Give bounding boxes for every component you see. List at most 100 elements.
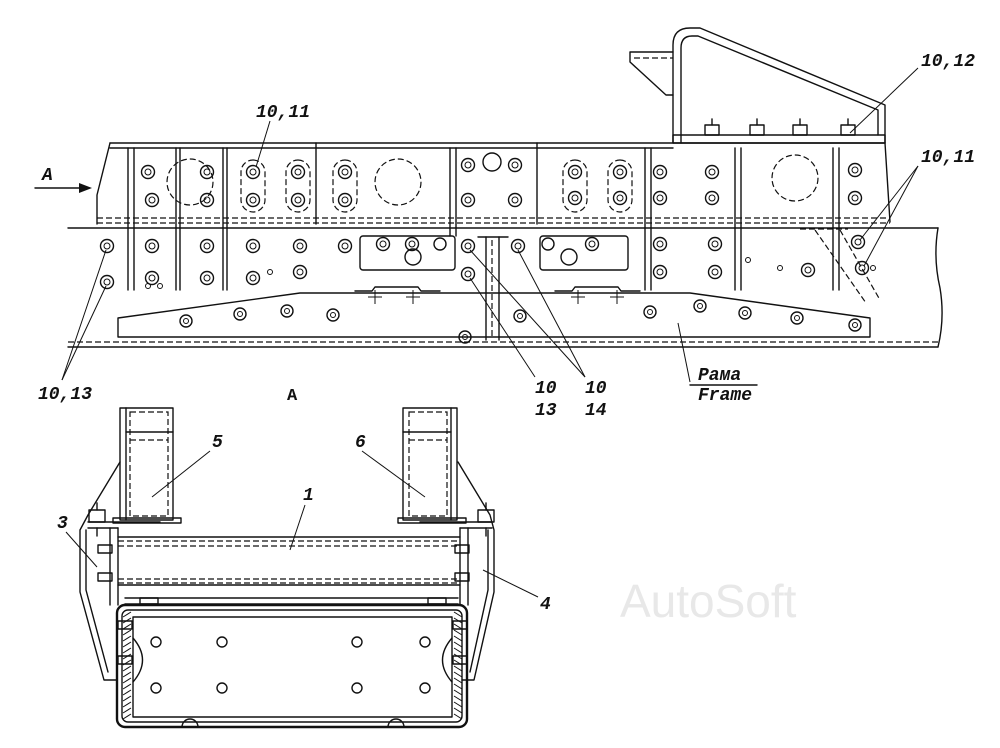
callout-mid-bolt-b-line2: 14 <box>585 401 607 421</box>
side-view: A 10,11 10,12 10,11 10,13 10 13 10 14 Ра… <box>34 27 975 421</box>
upper-bracket-plate <box>96 142 891 291</box>
box-hole <box>216 682 228 694</box>
bolt-head <box>140 164 156 180</box>
callout-mid-bolt-a-line2: 13 <box>535 401 557 421</box>
hatch-line <box>122 629 132 636</box>
section-callout-4: 4 <box>540 595 551 615</box>
bolt-head <box>704 190 720 206</box>
lower-box-member <box>115 603 469 729</box>
callout-mid-bolt-a-line1: 10 <box>535 379 557 399</box>
hatch-line <box>122 635 132 642</box>
bolt-head <box>460 192 476 208</box>
plate-bolt-hole <box>179 314 193 328</box>
bolt-head <box>507 192 523 208</box>
box-hole <box>419 636 431 648</box>
box-hole <box>419 682 431 694</box>
lower-gusset-plate <box>117 286 871 338</box>
bolt-head <box>144 192 160 208</box>
view-arrow: A <box>34 166 92 193</box>
hatch-line <box>453 677 463 684</box>
center-cutouts <box>359 235 629 271</box>
hatch-line <box>122 671 132 678</box>
hatch-line <box>122 659 132 666</box>
center-i-beam <box>477 236 509 341</box>
hatch-line <box>122 617 132 624</box>
hatch-line <box>122 683 132 690</box>
bolt-head <box>292 264 308 280</box>
bolt-head <box>612 190 628 206</box>
plate-bolt-hole <box>738 306 752 320</box>
bolt-head <box>337 192 353 208</box>
bolt-head <box>404 236 420 252</box>
hatch-line <box>453 671 463 678</box>
right-post <box>397 407 467 524</box>
watermark: AutoSoft <box>620 575 797 627</box>
hatch-line <box>122 713 132 720</box>
bolt-head <box>567 190 583 206</box>
bolt-head <box>507 157 523 173</box>
cross-beam <box>117 536 461 605</box>
hatch-line <box>122 689 132 696</box>
bolt-head <box>652 264 668 280</box>
bolt-head <box>245 238 261 254</box>
box-hole <box>351 636 363 648</box>
bolt-head <box>99 238 115 254</box>
hatch-line <box>122 695 132 702</box>
bolt-head <box>567 164 583 180</box>
section-callout-5: 5 <box>212 433 223 453</box>
callout-top-bolt: 10,11 <box>256 103 310 123</box>
callout-mid-bolt-b-line1: 10 <box>585 379 607 399</box>
bolt-head <box>199 270 215 286</box>
channel-hatching <box>122 611 463 720</box>
hatch-line <box>453 623 463 630</box>
bolt-head <box>337 238 353 254</box>
hatch-line <box>453 635 463 642</box>
bolt-head <box>460 266 476 282</box>
box-hole <box>216 636 228 648</box>
hatch-line <box>122 623 132 630</box>
bolt-head <box>652 190 668 206</box>
hatch-line <box>122 611 132 618</box>
section-callout-3: 3 <box>57 514 68 534</box>
section-leaders <box>65 450 539 598</box>
bolt-head <box>245 270 261 286</box>
box-hole <box>351 682 363 694</box>
plate-bolt-hole <box>326 308 340 322</box>
hatch-line <box>453 689 463 696</box>
section-callout-6: 6 <box>355 433 366 453</box>
hatch-line <box>453 653 463 660</box>
bolt-head <box>292 238 308 254</box>
top-nuts <box>704 118 856 136</box>
hatch-line <box>453 611 463 618</box>
hatch-line <box>122 665 132 672</box>
frame-rail <box>67 227 943 348</box>
small-hole <box>157 283 163 289</box>
callout-right-top-bolt: 10,12 <box>921 52 975 72</box>
bolt-head <box>850 234 866 250</box>
small-hole <box>145 283 151 289</box>
bolt-head <box>337 164 353 180</box>
hatch-line <box>453 701 463 708</box>
bolt-head <box>199 164 215 180</box>
right-side-bracket <box>419 461 495 681</box>
section-view-a: A <box>57 387 551 729</box>
left-post <box>112 407 182 524</box>
hatch-line <box>453 665 463 672</box>
bolt-head <box>704 164 720 180</box>
bolt-head <box>652 236 668 252</box>
box-hole <box>150 636 162 648</box>
frame-label-en: Frame <box>698 386 752 406</box>
bolt-group-side-view <box>99 157 876 344</box>
plate-bolt-hole <box>513 309 527 323</box>
frame-label-ru: Рама <box>698 366 741 386</box>
bolt-head <box>245 164 261 180</box>
hatch-line <box>453 695 463 702</box>
bolt-head <box>144 270 160 286</box>
hatch-line <box>122 701 132 708</box>
callout-right-bolt: 10,11 <box>921 148 975 168</box>
hatch-line <box>122 647 132 654</box>
bolt-head <box>290 192 306 208</box>
hatch-line <box>453 707 463 714</box>
plate-bolt-hole <box>643 305 657 319</box>
